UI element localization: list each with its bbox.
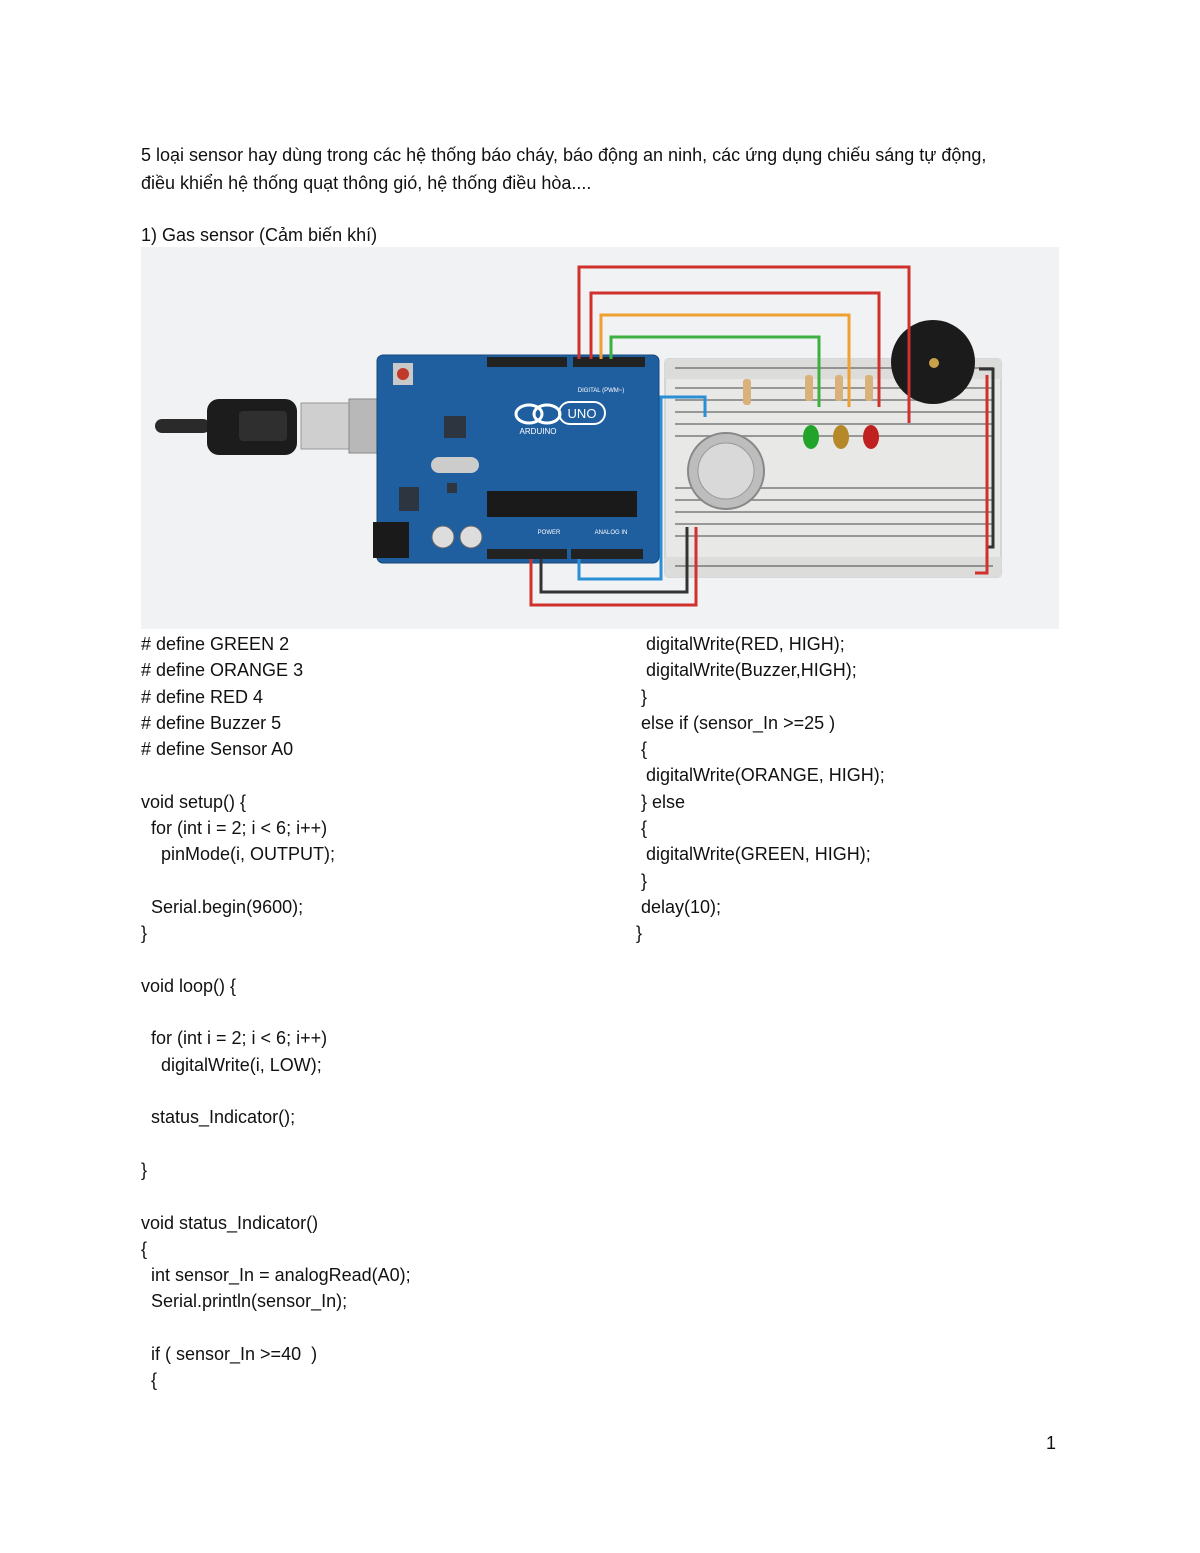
code-line: { <box>141 1370 158 1391</box>
code-line: # define Sensor A0 <box>141 739 294 760</box>
code-line: digitalWrite(Buzzer,HIGH); <box>636 660 857 681</box>
code-line <box>141 762 411 788</box>
code-line: digitalWrite(GREEN, HIGH); <box>636 844 871 865</box>
intro-paragraph: 5 loại sensor hay dùng trong các hệ thốn… <box>141 141 1071 197</box>
code-line: { <box>141 1238 148 1259</box>
board-brand-label: ARDUINO <box>520 427 557 436</box>
gas-sensor <box>687 432 765 510</box>
power-pins-label: POWER <box>538 530 561 536</box>
code-line: { <box>636 818 648 839</box>
arduino-board: ARDUINO UNO DIGITAL (PWM~) POWER ANALOG … <box>373 354 660 564</box>
code-line: # define GREEN 2 <box>141 634 290 654</box>
code-line: delay(10); <box>636 896 722 917</box>
circuit-diagram: ARDUINO UNO DIGITAL (PWM~) POWER ANALOG … <box>155 265 1002 607</box>
code-line: } <box>636 870 648 891</box>
code-listing-right: digitalWrite(RED, HIGH); digitalWrite(Bu… <box>636 631 885 947</box>
code-line: { <box>636 739 648 760</box>
code-line <box>141 947 411 973</box>
code-line: pinMode(i, OUTPUT); <box>141 844 336 865</box>
code-line: int sensor_In = analogRead(A0); <box>141 1265 411 1286</box>
code-line <box>141 1131 411 1157</box>
section-heading: 1) Gas sensor (Cảm biến khí) <box>141 225 378 245</box>
analog-pins-label: ANALOG IN <box>595 530 628 536</box>
code-line: } <box>636 923 643 944</box>
code-line: Serial.begin(9600); <box>141 896 304 917</box>
board-model-label: UNO <box>568 406 597 421</box>
digital-pins-label: DIGITAL (PWM~) <box>578 388 625 394</box>
circuit-figure: ARDUINO UNO DIGITAL (PWM~) POWER ANALOG … <box>141 247 1059 629</box>
resistors <box>743 375 873 405</box>
code-line: digitalWrite(ORANGE, HIGH); <box>636 765 885 786</box>
led-green <box>803 425 819 449</box>
code-line: if ( sensor_In >=40 ) <box>141 1344 318 1365</box>
code-line <box>141 868 411 894</box>
breadboard <box>664 358 1002 578</box>
code-line <box>141 1078 411 1104</box>
code-line <box>141 1183 411 1209</box>
led-red <box>863 425 879 449</box>
code-line: } <box>141 1159 148 1180</box>
code-line: void loop() { <box>141 975 237 996</box>
code-line: void setup() { <box>141 791 247 812</box>
code-line: for (int i = 2; i < 6; i++) <box>141 818 328 839</box>
page-number: 1 <box>1046 1433 1057 1453</box>
wires <box>529 265 995 607</box>
intro-line-2: điều khiển hệ thống quạt thông gió, hệ t… <box>141 173 592 193</box>
intro-line-1: 5 loại sensor hay dùng trong các hệ thốn… <box>141 145 987 165</box>
code-line: for (int i = 2; i < 6; i++) <box>141 1028 328 1049</box>
code-line: } <box>141 923 148 944</box>
code-line: digitalWrite(i, LOW); <box>141 1054 322 1075</box>
code-line: void status_Indicator() <box>141 1212 319 1233</box>
code-line: # define Buzzer 5 <box>141 712 282 733</box>
code-line: # define ORANGE 3 <box>141 660 304 681</box>
code-line: } <box>636 686 648 707</box>
code-line: # define RED 4 <box>141 686 264 707</box>
led-orange <box>833 425 849 449</box>
code-line <box>141 999 411 1025</box>
buzzer <box>891 320 975 404</box>
code-line: Serial.println(sensor_In); <box>141 1291 348 1312</box>
usb-cable <box>155 398 400 455</box>
code-line: digitalWrite(RED, HIGH); <box>636 634 845 654</box>
code-line <box>141 1315 411 1341</box>
code-line: else if (sensor_In >=25 ) <box>636 712 836 733</box>
code-listing-left: # define GREEN 2 # define ORANGE 3 # defin… <box>141 631 411 1394</box>
code-line: status_Indicator(); <box>141 1107 296 1128</box>
code-line: } else <box>636 791 686 812</box>
